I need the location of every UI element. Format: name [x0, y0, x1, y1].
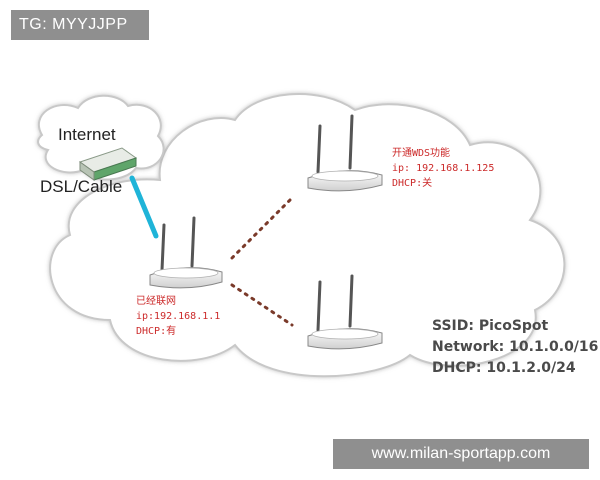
- tag-banner: TG: MYYJJPP: [11, 10, 149, 40]
- picospot-ssid: SSID: PicoSpot: [432, 318, 549, 334]
- wds-router-dhcp: DHCP:关: [392, 178, 433, 189]
- main-router-name: 已经联网: [136, 296, 176, 307]
- dsl-modem: [78, 147, 138, 181]
- main-router-dhcp: DHCP:有: [136, 326, 177, 337]
- wds-link: [230, 196, 294, 260]
- dsl-cable-label: DSL/Cable: [40, 177, 123, 196]
- wds-router-notes: 开通WDS功能 ip: 192.168.1.125 DHCP:关: [392, 146, 494, 191]
- internet-label: Internet: [58, 125, 116, 144]
- main-router-ip: ip:192.168.1.1: [136, 311, 221, 322]
- picospot-notes: SSID: PicoSpot Network: 10.1.0.0/16 DHCP…: [432, 316, 598, 379]
- main-router-notes: 已经联网 ip:192.168.1.1 DHCP:有: [136, 294, 220, 339]
- wds-router: [307, 114, 383, 192]
- wds-router-name: 开通WDS功能: [392, 148, 451, 159]
- picospot-router: [307, 274, 383, 350]
- watermark-url: www.milan-sportapp.com: [333, 439, 589, 469]
- wds-router-ip: ip: 192.168.1.125: [392, 163, 495, 174]
- lan-cloud: [49, 93, 566, 378]
- dsl-cable: [129, 175, 159, 239]
- picospot-network: Network: 10.1.0.0/16: [432, 339, 599, 355]
- picospot-dhcp: DHCP: 10.1.2.0/24: [432, 360, 576, 376]
- main-router: [149, 216, 223, 289]
